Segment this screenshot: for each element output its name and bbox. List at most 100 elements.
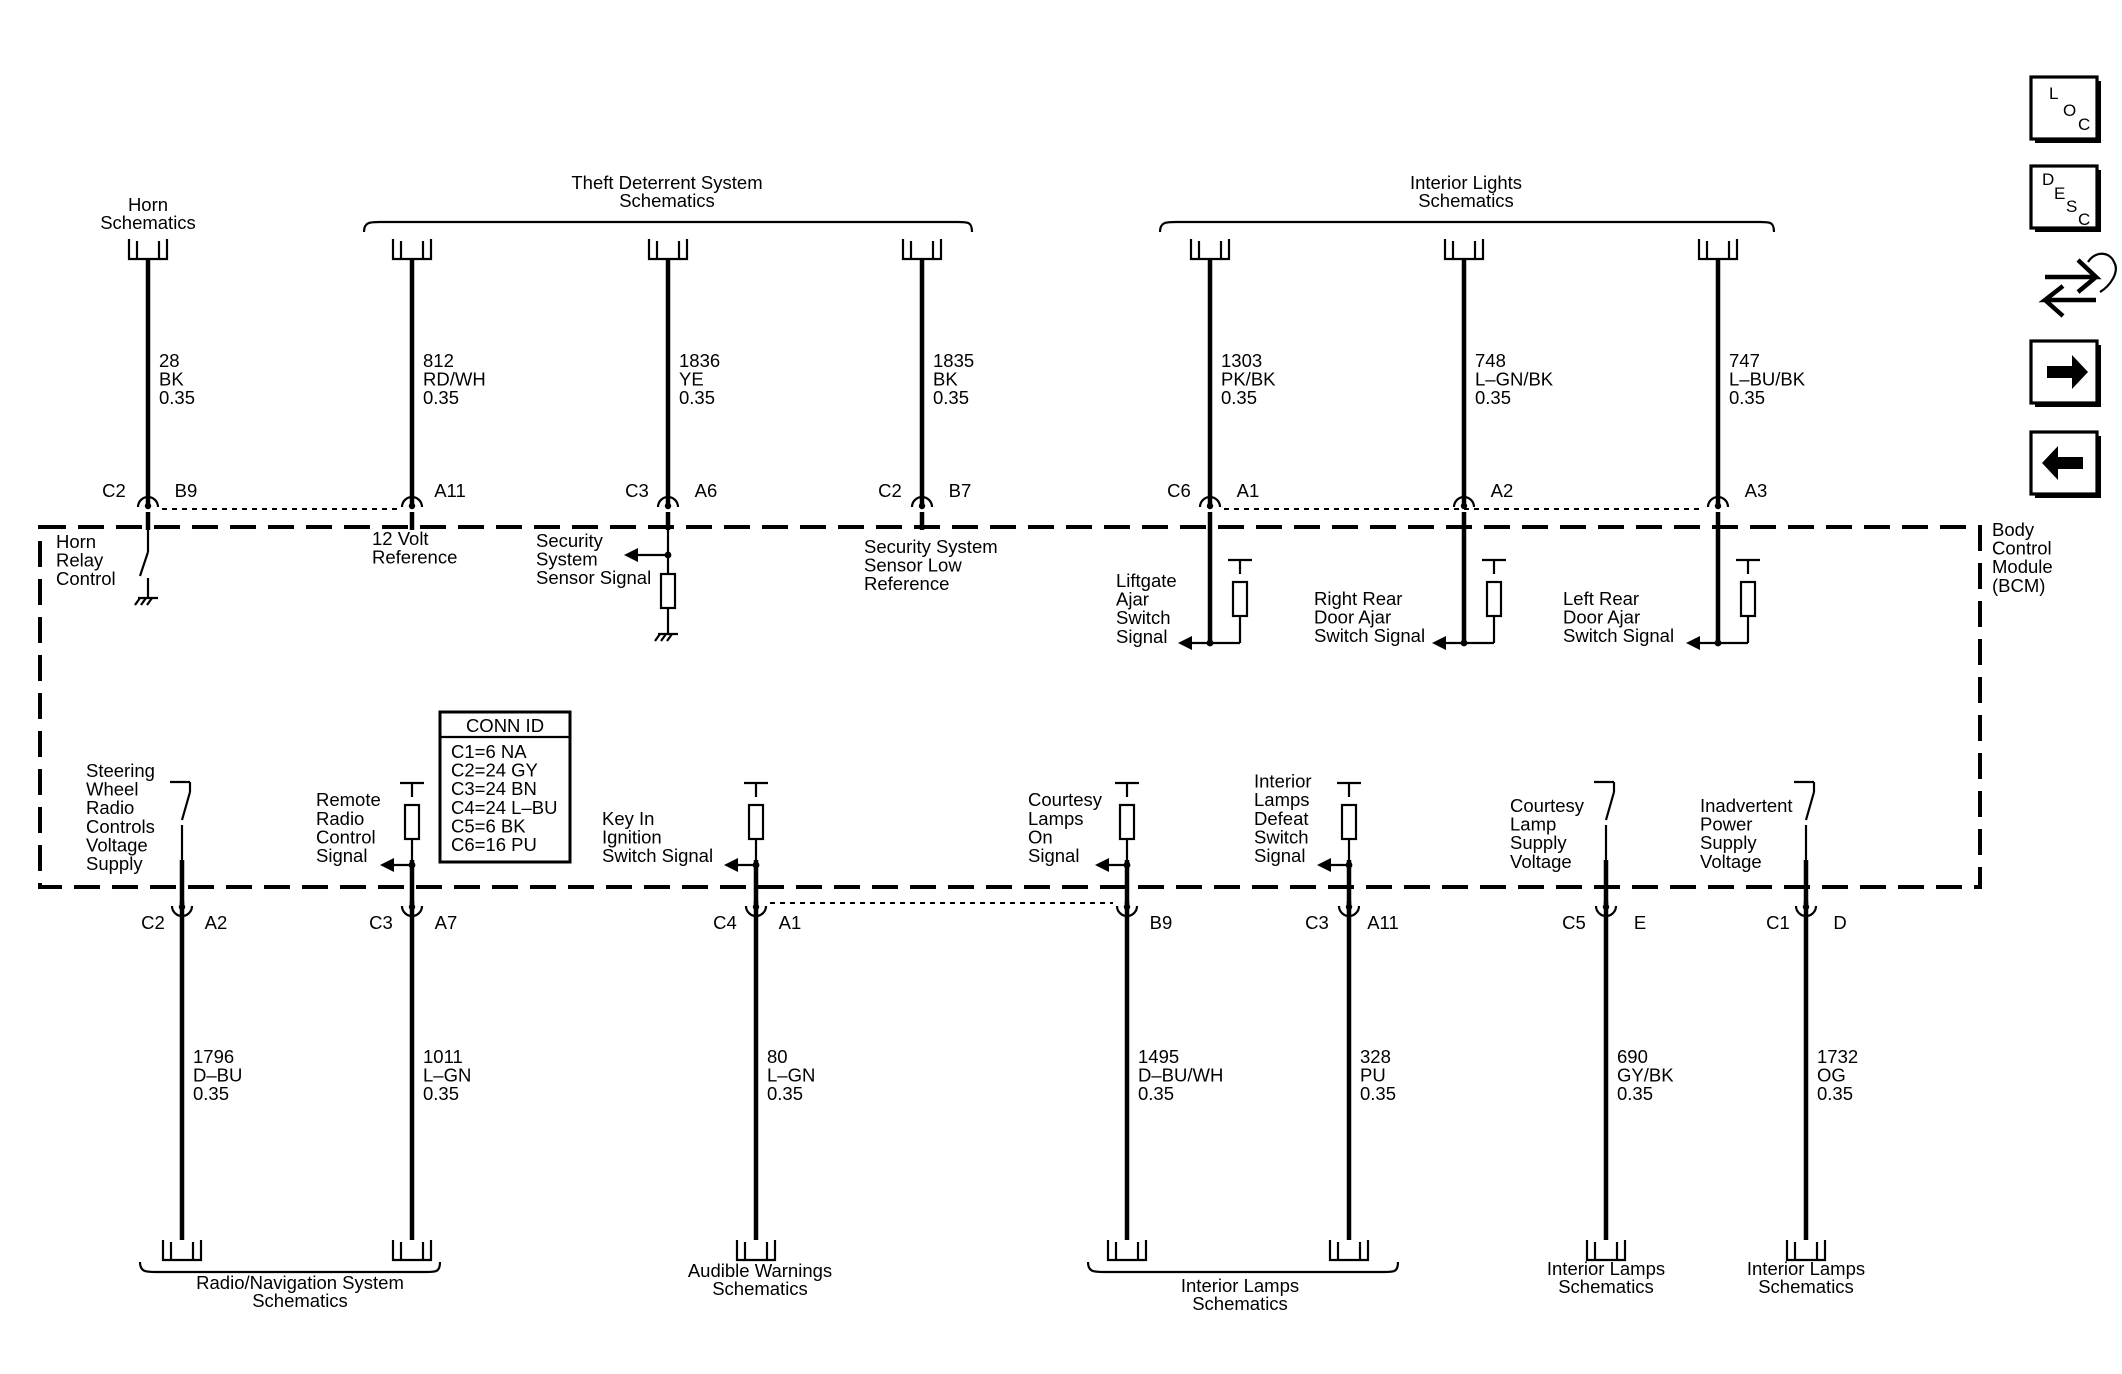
pin-id: B9 [175,480,198,501]
inadvertent-power-label: Supply [1700,832,1757,853]
interior-lights-label: Schematics [1418,190,1514,211]
ground-hatch [146,597,153,606]
harness-connector-symbol [127,239,169,261]
interior-lamps-defeat-label: Interior [1254,771,1312,792]
wire-label: PK/BK [1221,369,1276,390]
wire-label: BK [159,369,184,390]
security-sensor-low-ref-label: Sensor Low [864,555,962,576]
terminal-arc [400,495,424,508]
previous-page-button[interactable] [2029,430,2101,498]
next-page-button[interactable] [2029,339,2101,407]
terminal-arc [136,495,160,508]
wire-label: 1732 [1817,1046,1858,1067]
pin-id: B7 [949,480,972,501]
component-swap-icon[interactable] [2038,252,2117,318]
ground-hatch [666,633,673,642]
switch-blade [1804,791,1816,821]
wire-label: L–GN/BK [1475,369,1554,390]
resistor-symbol [747,803,765,841]
connector-id: C4 [713,912,737,933]
interior-lamps-schematics-label: Schematics [1758,1276,1854,1297]
steering-wheel-controls-label: Steering [86,760,155,781]
ground-hatch [660,633,667,642]
terminal-arc [656,495,680,508]
signal-arrow [380,858,394,872]
resistor-symbol [659,572,677,610]
connector-id: C3 [1305,912,1329,933]
courtesy-lamps-on-label: Courtesy [1028,789,1103,810]
12-volt-reference-label: Reference [372,547,457,568]
harness-connector-symbol [391,1240,433,1262]
remote-radio-control-label: Signal [316,845,367,866]
harness-connector-symbol [391,239,433,261]
wire-label: 690 [1617,1046,1648,1067]
terminal-dot [1206,502,1214,510]
terminal-dot [918,502,926,510]
signal-arrow [1686,636,1700,650]
harness-connector-symbol [161,1240,203,1262]
theft-deterrent-label: Theft Deterrent System [571,172,762,193]
terminal-dot [408,502,416,510]
terminal-arc [910,495,934,508]
steering-wheel-controls-label: Voltage [86,834,148,855]
resistor-symbol [1739,580,1757,618]
signal-arrow [1095,858,1109,872]
steering-wheel-controls-label: Wheel [86,779,138,800]
harness-connector-symbol [1443,239,1485,261]
signal-arrow [624,548,638,562]
harness-connector-symbol [901,239,943,261]
wire-label: 0.35 [1221,387,1257,408]
loc-letter: C [2078,115,2090,134]
harness-connector-symbol [1106,1240,1148,1262]
wire-label: 0.35 [193,1083,229,1104]
interior-lamps-defeat-label: Signal [1254,845,1305,866]
liftgate-label: Switch [1116,607,1171,628]
bcm-label: Module [1992,556,2053,577]
connector-id: C5 [1562,912,1586,933]
swap-arrow-left [2038,284,2096,318]
wire-label: OG [1817,1065,1846,1086]
harness-connector-symbol [1585,1240,1627,1262]
interior-lights-label: Interior Lights [1410,172,1522,193]
wire-label: BK [933,369,958,390]
radio-nav-schematics-label: Schematics [252,1290,348,1311]
ground-hatch [134,597,141,606]
courtesy-lamps-on-label: On [1028,826,1053,847]
wire-label: L–BU/BK [1729,369,1806,390]
nav-button-frame [2029,164,2099,230]
resistor-symbol [1485,580,1503,618]
desc-letter: D [2042,170,2054,189]
loc-button[interactable]: LOC [2029,75,2101,143]
connector-id: C2 [102,480,126,501]
terminal-arc [1706,495,1730,508]
switch-blade [180,791,192,821]
pin-id: B9 [1150,912,1173,933]
courtesy-lamps-on-label: Signal [1028,845,1079,866]
terminal-dot [144,502,152,510]
connector-id: C6 [1167,480,1191,501]
wire-label: D–BU/WH [1138,1065,1223,1086]
radio-nav-schematics-label: Radio/Navigation System [196,1272,404,1293]
arrow-right-icon [2047,355,2088,389]
resistor-symbol [403,803,421,841]
horn-relay-control-label: Control [56,568,116,589]
courtesy-lamp-supply-label: Voltage [1510,851,1572,872]
terminal-arc [1198,495,1222,508]
right-rear-door-label: Switch Signal [1314,625,1425,646]
wire-label: 0.35 [1138,1083,1174,1104]
interior-lamps-schematics-label: Interior Lamps [1181,1275,1299,1296]
conn-id-entry: C4=24 L–BU [451,797,557,818]
horn-relay-control-label: Horn [56,531,96,552]
